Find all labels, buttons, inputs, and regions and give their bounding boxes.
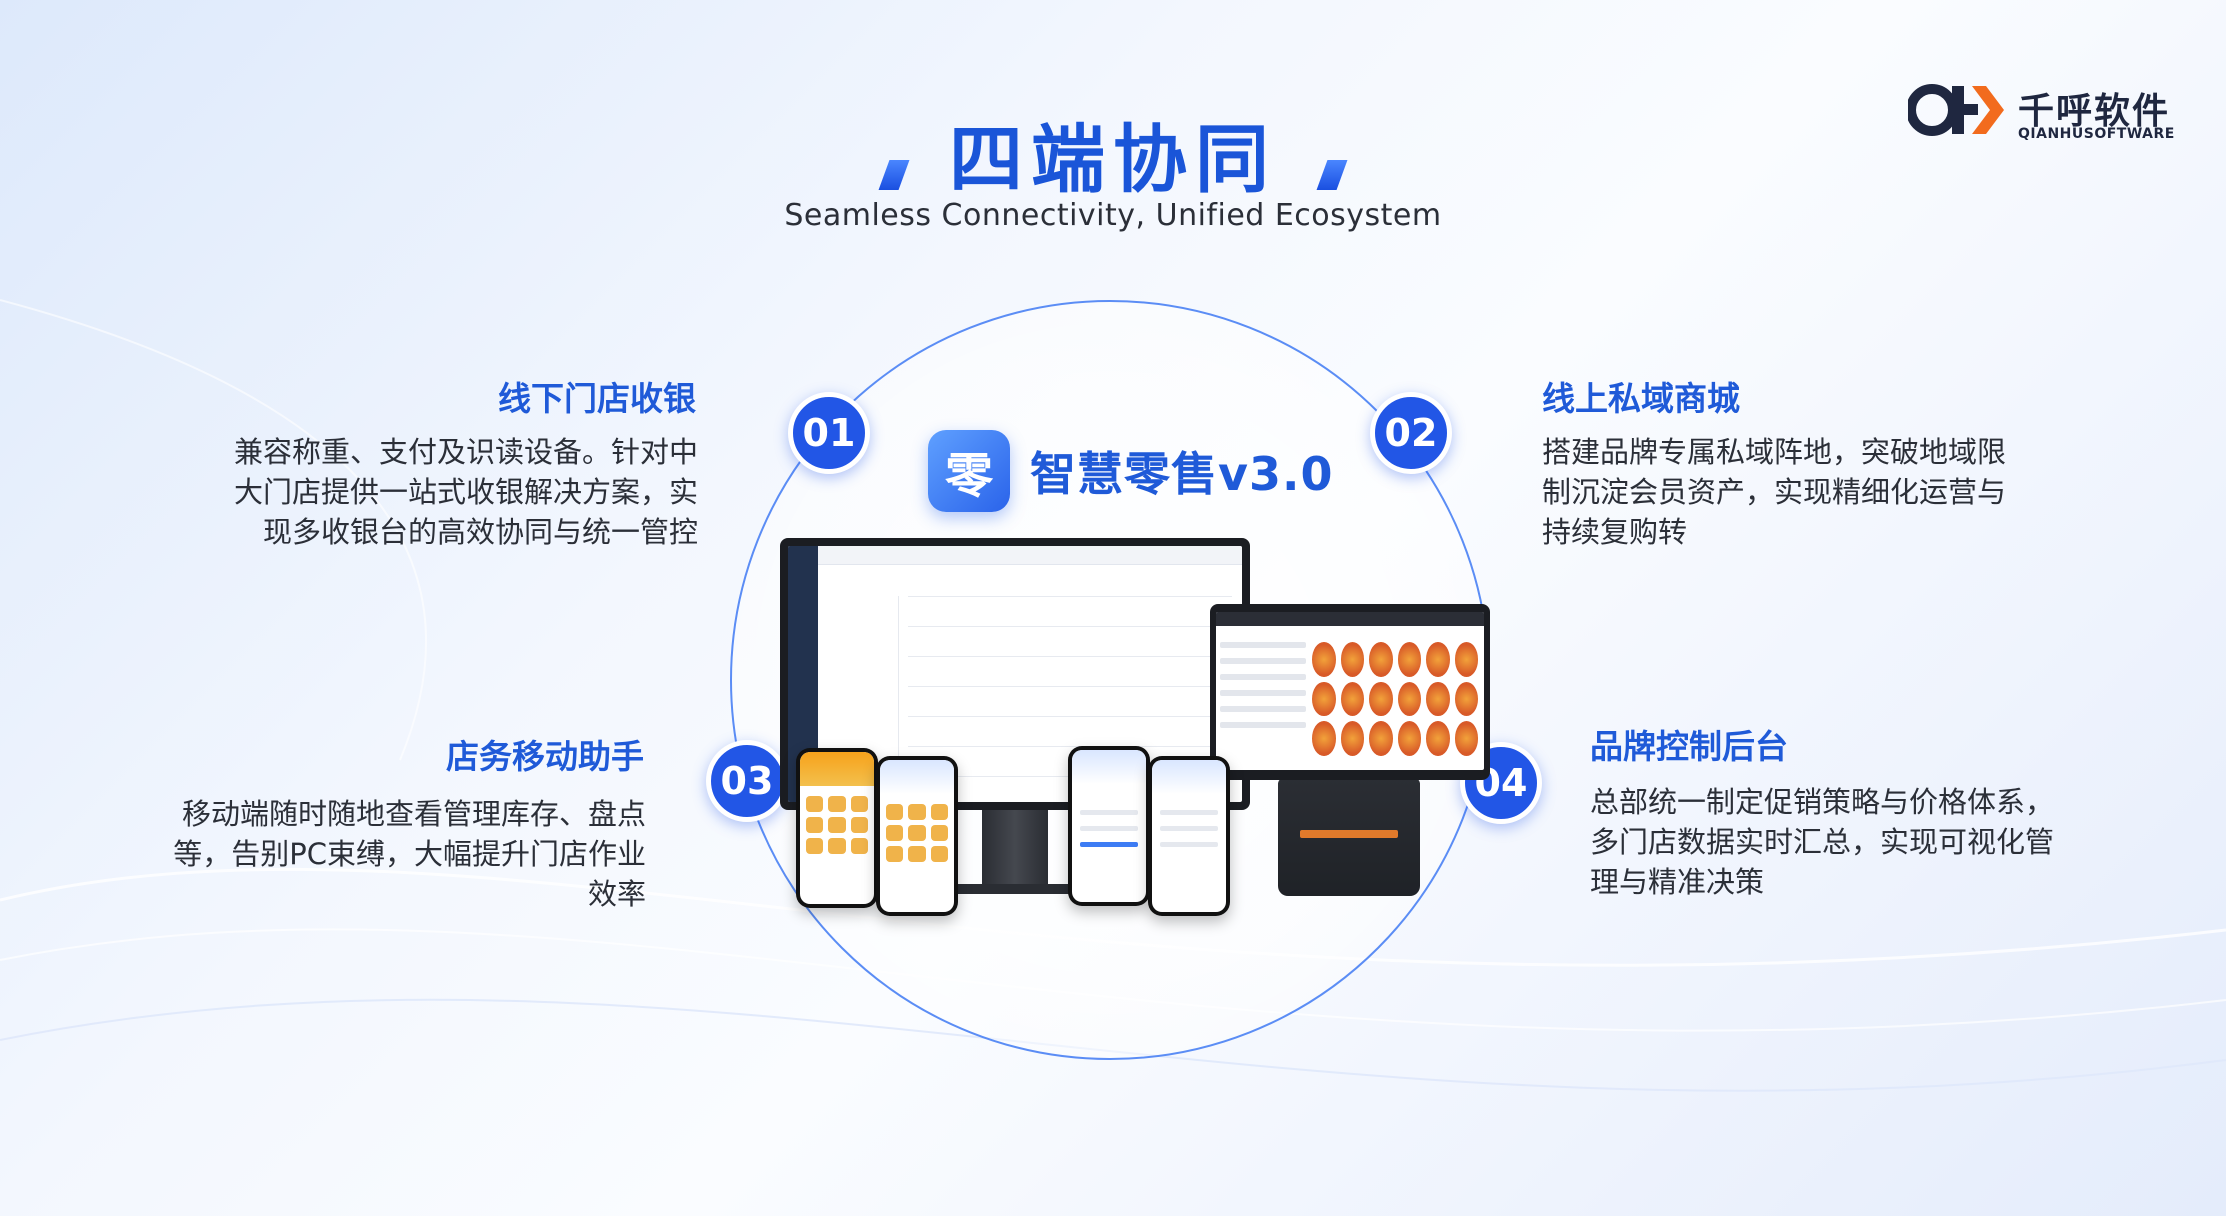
feature-02-line: 搭建品牌专属私域阵地，突破地域限	[1542, 435, 2007, 469]
logo-subtitle: QIANHUSOFTWARE	[2018, 126, 2175, 142]
logo-name: 千呼软件	[2018, 91, 2171, 132]
feature-01-title: 线下门店收银	[498, 379, 696, 418]
title-left-decoration	[878, 159, 910, 190]
feature-01-line: 大门店提供一站式收银解决方案，实	[233, 475, 698, 509]
phone-header	[800, 752, 874, 786]
badge-02: 02	[1370, 392, 1452, 474]
phone-shop-image	[876, 756, 958, 916]
product-name: 智慧零售v3.0	[1030, 447, 1334, 501]
monitor-row	[908, 746, 1232, 747]
feature-03-line: 效率	[587, 877, 646, 911]
feature-04-line: 多门店数据实时汇总，实现可视化管	[1590, 825, 2055, 859]
phone-grid	[806, 796, 868, 854]
phone-line	[1160, 842, 1218, 847]
feature-03-text: 移动端随时随地查看管理库存、盘点 等，告别PC束缚，大幅提升门店作业 效率	[106, 794, 646, 914]
pos-product-grid	[1312, 642, 1478, 756]
pos-terminal-image	[1210, 604, 1490, 780]
phone-screen	[880, 760, 954, 912]
badge-03: 03	[706, 740, 788, 822]
phone-assistant-image	[1068, 746, 1150, 906]
phone-screen	[1152, 760, 1226, 912]
phone-line	[1080, 810, 1138, 815]
phone-line	[1080, 842, 1138, 847]
product-label: 零 智慧零售v3.0	[928, 430, 1333, 512]
pos-terminal-stripe	[1300, 830, 1398, 838]
qianhu-logo-icon	[1908, 84, 2004, 136]
monitor-topbar	[818, 546, 1242, 565]
feature-04-line: 理与精准决策	[1590, 865, 1765, 899]
feature-03-title: 店务移动助手	[446, 737, 644, 776]
monitor-row	[908, 596, 1232, 597]
feature-04-text: 总部统一制定促销策略与价格体系， 多门店数据实时汇总，实现可视化管 理与精准决策	[1590, 782, 2130, 902]
phone-header	[880, 760, 954, 794]
feature-03-line: 移动端随时随地查看管理库存、盘点	[181, 797, 646, 831]
feature-04-line: 总部统一制定促销策略与价格体系，	[1590, 785, 2055, 819]
phone-mall-image	[796, 748, 878, 908]
phone-line	[1160, 810, 1218, 815]
monitor-base	[940, 884, 1090, 894]
page-subtitle: Seamless Connectivity, Unified Ecosystem	[784, 198, 1442, 233]
feature-02-text: 搭建品牌专属私域阵地，突破地域限 制沉淀会员资产，实现精细化运营与 持续复购转	[1542, 432, 2062, 552]
title-right-decoration	[1316, 159, 1348, 190]
pos-order-list	[1220, 632, 1306, 760]
monitor-stand	[982, 810, 1048, 886]
product-app-icon: 零	[928, 430, 1010, 512]
feature-02-title: 线上私域商城	[1542, 379, 1740, 418]
feature-04-title: 品牌控制后台	[1590, 727, 1788, 766]
phone-screen	[800, 752, 874, 904]
pos-topbar	[1216, 612, 1484, 626]
feature-01-text: 兼容称重、支付及识读设备。针对中 大门店提供一站式收银解决方案，实 现多收银台的…	[178, 432, 698, 552]
monitor-row	[908, 686, 1232, 687]
phone-line	[1080, 826, 1138, 831]
phone-header	[1152, 760, 1226, 794]
phone-screen	[1072, 750, 1146, 902]
monitor-row	[908, 626, 1232, 627]
feature-02-line: 持续复购转	[1542, 515, 1688, 549]
badge-01: 01	[788, 392, 870, 474]
phone-grid	[886, 804, 948, 862]
page-title: 四端协同	[949, 117, 1277, 203]
pos-screen	[1216, 612, 1484, 770]
phone-line	[1160, 826, 1218, 831]
phone-header	[1072, 750, 1146, 784]
feature-02-line: 制沉淀会员资产，实现精细化运营与	[1542, 475, 2007, 509]
feature-01-line: 兼容称重、支付及识读设备。针对中	[233, 435, 698, 469]
monitor-row	[908, 716, 1232, 717]
phone-report-image	[1148, 756, 1230, 916]
monitor-tree	[828, 596, 899, 786]
title-row: 四端协同	[0, 100, 2226, 207]
feature-03-line: 等，告别PC束缚，大幅提升门店作业	[173, 837, 646, 871]
company-logo: 千呼软件 QIANHUSOFTWARE	[1908, 80, 2174, 144]
monitor-row	[908, 656, 1232, 657]
feature-01-line: 现多收银台的高效协同与统一管控	[262, 515, 698, 549]
